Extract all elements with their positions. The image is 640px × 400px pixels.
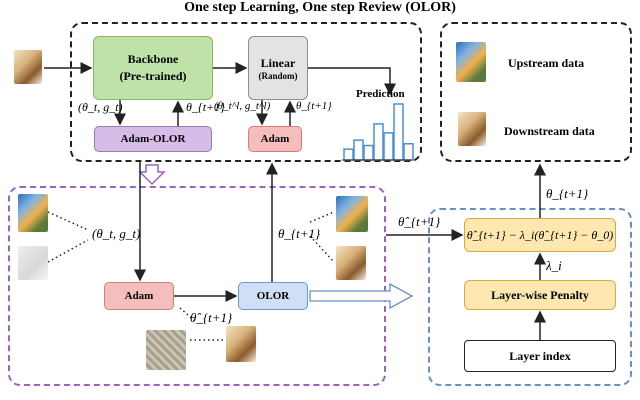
prediction-bar bbox=[393, 103, 404, 161]
regularized-update-formula: θ̂_{t+1} − λ_i(θ̂_{t+1} − θ_0) bbox=[464, 218, 616, 252]
penalty-detail-frame bbox=[428, 208, 632, 386]
theta-left-label: θ_{t+1} bbox=[186, 100, 225, 114]
downstream-sample-image bbox=[458, 112, 486, 146]
horse-right bbox=[336, 246, 366, 280]
theta-right-label: θ_{t+1} bbox=[296, 100, 332, 112]
prediction-bar bbox=[343, 148, 354, 161]
grad-left-label: (θ_t, g_t) bbox=[78, 100, 123, 114]
prediction-bar bbox=[373, 123, 384, 161]
faded-horse-left bbox=[18, 246, 48, 280]
backbone-label: Backbone bbox=[127, 52, 179, 66]
linear-sublabel: (Random) bbox=[258, 70, 298, 81]
layer-index-block: Layer index bbox=[464, 340, 616, 372]
olor-detail-frame bbox=[8, 186, 386, 386]
linear-block: Linear (Random) bbox=[248, 36, 308, 100]
prediction-bar bbox=[363, 144, 374, 161]
prediction-bar bbox=[383, 132, 394, 161]
right-theta-out-label: θ_{t+1} bbox=[546, 186, 589, 201]
mid-theta-hat-label: θ̂_{t+1} bbox=[190, 310, 233, 325]
horse-bottom bbox=[226, 326, 256, 362]
lambda-label: λ_i bbox=[546, 258, 562, 273]
upstream-stack-left bbox=[18, 194, 48, 232]
prediction-bar bbox=[403, 142, 414, 161]
training-pipeline-frame bbox=[70, 22, 422, 162]
layer-wise-penalty-block: Layer-wise Penalty bbox=[464, 280, 616, 310]
backbone-sublabel: (Pre-trained) bbox=[119, 69, 187, 83]
upstream-stack-right bbox=[336, 196, 368, 232]
mid-theta-g-label: (θ_t, g_t) bbox=[92, 226, 141, 241]
olor-block: OLOR bbox=[238, 282, 308, 310]
blurred-upstream-image bbox=[146, 330, 186, 370]
prediction-bar bbox=[353, 139, 364, 161]
grad-right-label: (θ_t^l, g_t^l) bbox=[214, 100, 271, 112]
input-horse-image bbox=[14, 50, 42, 84]
adam-block-top: Adam bbox=[248, 126, 302, 152]
linear-label: Linear bbox=[260, 55, 296, 70]
adam-olor-block: Adam-OLOR bbox=[94, 126, 212, 152]
backbone-block: Backbone (Pre-trained) bbox=[93, 36, 213, 100]
legend-frame bbox=[440, 22, 632, 162]
prediction-label: Prediction bbox=[356, 88, 405, 100]
mid-theta-next-label: θ_{t+1} bbox=[278, 226, 321, 241]
right-theta-hat-label: θ̂_{t+1} bbox=[398, 214, 441, 229]
prediction-bars bbox=[343, 103, 414, 161]
legend-downstream-label: Downstream data bbox=[504, 124, 595, 138]
diagram-title: One step Learning, One step Review (OLOR… bbox=[184, 0, 456, 15]
adam-block-mid: Adam bbox=[104, 282, 174, 310]
upstream-sample-image bbox=[456, 42, 486, 82]
legend-upstream-label: Upstream data bbox=[508, 56, 585, 70]
